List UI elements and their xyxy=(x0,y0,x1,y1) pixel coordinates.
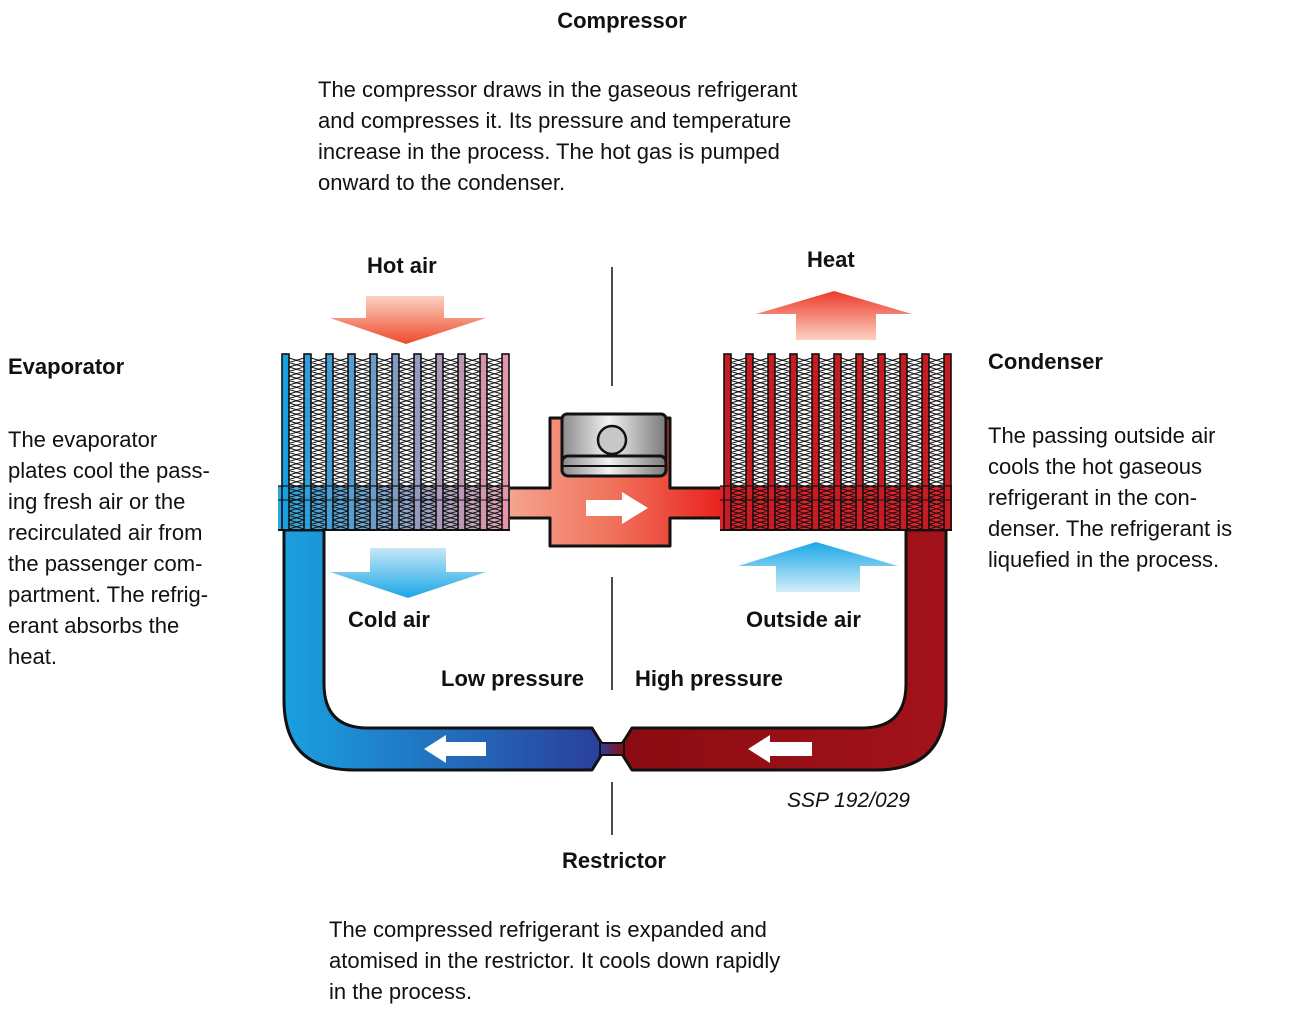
cold-air-label: Cold air xyxy=(348,607,430,632)
restrictor-heading: Restrictor xyxy=(562,848,666,873)
compressor-description: The compressor draws in the gaseous refr… xyxy=(318,74,926,198)
condenser-line: refrigerant in the con- xyxy=(988,485,1198,510)
evaporator-line: plates cool the pass- xyxy=(8,458,210,483)
outside-air-label: Outside air xyxy=(746,607,861,632)
high-pressure-label: High pressure xyxy=(635,666,783,691)
compressor-heading: Compressor xyxy=(557,8,687,33)
evaporator-line: partment. The refrig- xyxy=(8,582,209,607)
flow-arrow-right-icon xyxy=(586,492,648,524)
compressor-line: The compressor draws in the gaseous refr… xyxy=(318,77,798,102)
condenser-line: cools the hot gaseous xyxy=(988,454,1203,479)
compressor-line: onward to the condenser. xyxy=(318,170,566,195)
evaporator-line: the passenger com- xyxy=(8,551,203,576)
restrictor-line: The compressed refrigerant is expanded a… xyxy=(329,917,767,942)
condenser-line: liquefied in the process. xyxy=(988,547,1220,572)
compressor-line: and compresses it. Its pressure and temp… xyxy=(318,108,792,133)
evaporator-line: recirculated air from xyxy=(8,520,203,545)
compressor-piston-icon xyxy=(560,412,668,478)
evaporator-line: The evaporator xyxy=(8,427,158,452)
condenser-line: The passing outside air xyxy=(988,423,1216,448)
compressor-line: increase in the process. The hot gas is … xyxy=(318,139,780,164)
evaporator-line: erant absorbs the xyxy=(8,613,180,638)
condenser-heading: Condenser xyxy=(988,349,1103,374)
evaporator-heading: Evaporator xyxy=(8,354,125,379)
evaporator-line: heat. xyxy=(8,644,57,669)
restrictor-description: The compressed refrigerant is expanded a… xyxy=(329,914,901,1007)
evaporator-coil xyxy=(278,353,510,531)
evaporator-line: ing fresh air or the xyxy=(8,489,186,514)
outside-air-arrow-icon xyxy=(738,542,898,592)
return-pipe-low-pressure xyxy=(282,528,604,772)
cold-air-arrow-icon xyxy=(330,548,486,598)
hot-air-arrow-icon xyxy=(330,296,486,344)
heat-label: Heat xyxy=(807,247,855,272)
restrictor-line: atomised in the restrictor. It cools dow… xyxy=(329,948,781,973)
flow-arrow-left-icon xyxy=(748,735,812,763)
condenser-coil xyxy=(720,353,952,531)
low-pressure-label: Low pressure xyxy=(441,666,585,691)
restrictor-line: in the process. xyxy=(329,979,473,1004)
flow-arrow-left-icon xyxy=(424,735,486,763)
return-pipe-high-pressure xyxy=(620,528,948,772)
restrictor-neck xyxy=(599,742,625,756)
condenser-description: The passing outside air cools the hot ga… xyxy=(988,420,1288,575)
figure-reference: SSP 192/029 xyxy=(787,789,910,812)
evaporator-description: The evaporator plates cool the pass- ing… xyxy=(8,424,258,672)
heat-arrow-icon xyxy=(756,291,912,340)
hot-air-label: Hot air xyxy=(367,253,437,278)
condenser-line: denser. The refrigerant is xyxy=(988,516,1233,541)
